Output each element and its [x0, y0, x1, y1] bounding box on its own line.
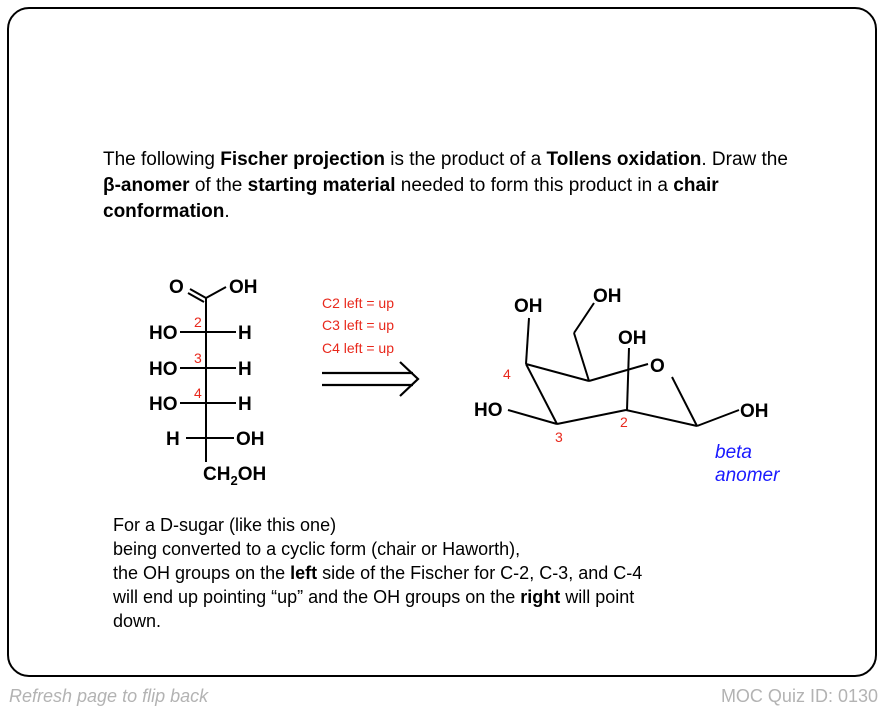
ch2oh-end: OH [238, 464, 267, 485]
fischer-ch2oh: CH2OH [203, 464, 266, 488]
question-part: is the product of a [384, 149, 547, 170]
fischer-carbon-number: 2 [194, 314, 202, 330]
chair-oh-c2: OH [618, 328, 647, 349]
chair-c4-number: 4 [503, 366, 511, 382]
question-part: starting material [247, 175, 396, 196]
explanation-span: side of the Fischer for C-2, C-3, and C-… [317, 563, 643, 583]
chair-c2-number: 2 [620, 414, 628, 430]
question-part: Fischer projection [220, 149, 385, 170]
ch2oh-subscript: 2 [230, 473, 237, 488]
question-part: chair conformation [103, 175, 719, 222]
explanation-bold: right [520, 587, 561, 607]
fischer-carbon-number: 3 [194, 350, 202, 366]
question-part: The following [103, 149, 221, 170]
explanation-line: down. [113, 611, 162, 631]
chair-oh-ch2: OH [593, 286, 622, 307]
chair-c3-number: 3 [555, 429, 563, 445]
explanation-line: being converted to a cyclic form (chair … [113, 539, 521, 559]
fischer-row3-right: H [238, 394, 252, 415]
arrow-note-c2: C2 left = up [322, 295, 394, 311]
explanation-span: will point [560, 587, 635, 607]
question-text: The following Fischer projection is the … [103, 147, 803, 225]
chair-ring-oxygen: O [650, 356, 665, 377]
reaction-arrow [322, 361, 420, 397]
quiz-card [7, 7, 877, 677]
fischer-row1-left: HO [149, 323, 178, 344]
explanation-line: will end up pointing “up” and the OH gro… [113, 585, 833, 609]
refresh-hint: Refresh page to flip back [9, 686, 209, 706]
fischer-row4-right: OH [236, 429, 265, 450]
explanation-text: For a D-sugar (like this one) being conv… [113, 513, 833, 633]
question-part: of the [189, 175, 248, 196]
chair-ring [507, 302, 740, 427]
arrow-note-c3: C3 left = up [322, 317, 394, 333]
chair-oh-anomeric: OH [740, 401, 769, 422]
fischer-carbon-number: 4 [194, 385, 202, 401]
ch2oh-main: CH [203, 464, 230, 485]
explanation-line: For a D-sugar (like this one) [113, 515, 337, 535]
fischer-row2-left: HO [149, 359, 178, 380]
question-part: needed to form this product in a [395, 175, 674, 196]
quiz-id: MOC Quiz ID: 0130 [720, 686, 878, 706]
arrow-note-c4: C4 left = up [322, 340, 394, 356]
explanation-span: the OH groups on the [113, 563, 291, 583]
fischer-projection [180, 286, 236, 462]
explanation-line: the OH groups on the left side of the Fi… [113, 561, 833, 585]
explanation-bold: left [290, 563, 318, 583]
fischer-row3-left: HO [149, 394, 178, 415]
chair-oh-c4: OH [514, 296, 543, 317]
anomer-label-line2: anomer [715, 465, 780, 486]
question-part: . Draw the [701, 149, 788, 170]
fischer-row4-left: H [166, 429, 180, 450]
fischer-row2-right: H [238, 359, 252, 380]
chair-ho-c3: HO [474, 400, 503, 421]
question-part: β-anomer [103, 175, 190, 196]
anomer-label-line1: beta [715, 442, 752, 463]
question-part: . [224, 201, 230, 222]
question-part: Tollens oxidation [546, 149, 702, 170]
fischer-row1-right: H [238, 323, 252, 344]
fischer-carboxyl-oh: OH [229, 277, 258, 298]
fischer-carbonyl-o: O [169, 277, 184, 298]
explanation-span: will end up pointing “up” and the OH gro… [113, 587, 521, 607]
